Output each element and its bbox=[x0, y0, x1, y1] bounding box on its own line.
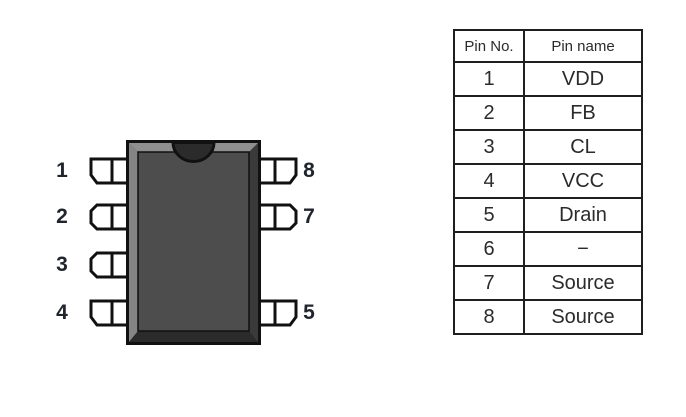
pin-number-label-5: 5 bbox=[303, 301, 315, 324]
pin-number-label-3: 3 bbox=[56, 253, 68, 276]
pin-no-cell: 4 bbox=[453, 163, 525, 199]
pin-table-row-6: 6− bbox=[453, 231, 643, 267]
package-bevel-right bbox=[249, 143, 258, 342]
pin-number-label-2: 2 bbox=[56, 205, 68, 228]
package-body bbox=[126, 140, 261, 345]
pin-name-cell: CL bbox=[523, 129, 643, 165]
pin-no-cell: 7 bbox=[453, 265, 525, 301]
pin-name-cell: Source bbox=[523, 299, 643, 335]
pin-number-label-1: 1 bbox=[56, 159, 68, 182]
pin-name-cell: − bbox=[523, 231, 643, 267]
package-bevel-left bbox=[129, 143, 138, 342]
package-svg bbox=[89, 140, 298, 345]
pin-7-lead bbox=[257, 203, 298, 231]
pin-3-lead bbox=[89, 251, 130, 279]
pin-name-cell: Source bbox=[523, 265, 643, 301]
pin-name-cell: Drain bbox=[523, 197, 643, 233]
package-face bbox=[137, 151, 250, 332]
pin-name-cell: VCC bbox=[523, 163, 643, 199]
pin-no-cell: 2 bbox=[453, 95, 525, 131]
pin-no-cell: 5 bbox=[453, 197, 525, 233]
pin-number-label-7: 7 bbox=[303, 205, 315, 228]
pin-8-lead bbox=[257, 157, 298, 185]
pin-table-header-row: Pin No. Pin name bbox=[453, 29, 643, 63]
pin-no-cell: 8 bbox=[453, 299, 525, 335]
pin-name-header: Pin name bbox=[523, 29, 643, 63]
pin-number-label-8: 8 bbox=[303, 159, 315, 182]
pin-no-cell: 3 bbox=[453, 129, 525, 165]
pin-no-header: Pin No. bbox=[453, 29, 525, 63]
pin-4-lead bbox=[89, 299, 130, 327]
pin-2-lead bbox=[89, 203, 130, 231]
index-notch-icon bbox=[171, 141, 216, 163]
pin-no-cell: 1 bbox=[453, 61, 525, 97]
pin-1-lead bbox=[89, 157, 130, 185]
pin-name-cell: FB bbox=[523, 95, 643, 131]
package-bevel-bottom bbox=[129, 331, 258, 342]
pin-name-cell: VDD bbox=[523, 61, 643, 97]
pin-no-cell: 6 bbox=[453, 231, 525, 267]
pin-5-lead bbox=[257, 299, 298, 327]
dip8-package-diagram: 1 2 3 4 8 7 5 bbox=[56, 140, 315, 345]
pin-number-label-4: 4 bbox=[56, 301, 68, 324]
